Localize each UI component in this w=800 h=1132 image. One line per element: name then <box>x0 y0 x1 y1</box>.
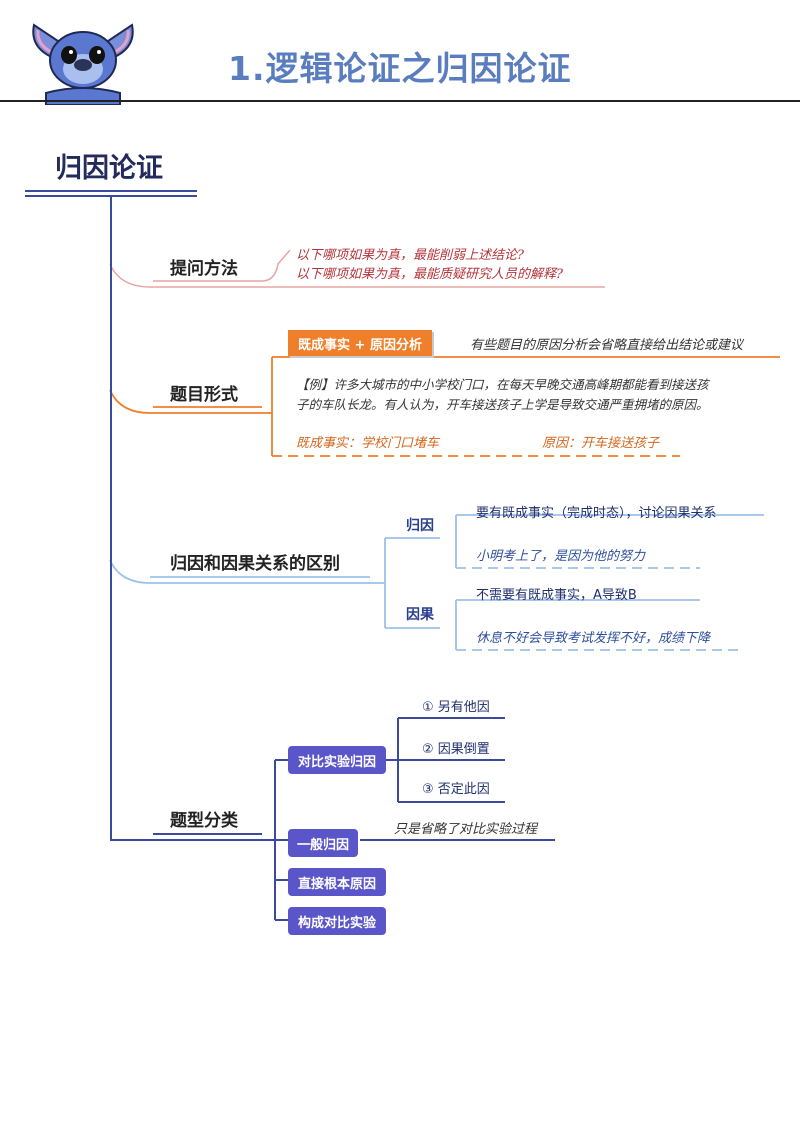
causality-label: 因果 <box>406 607 434 623</box>
example-line-1: 【例】许多大城市的中小学校门口，在每天早晚交通高峰期都能看到接送孩 <box>296 377 709 392</box>
attribution-example: 小明考上了，是因为他的努力 <box>476 549 646 564</box>
root-underline <box>25 190 197 192</box>
attribution-label: 归因 <box>406 518 434 534</box>
page-title: 1.逻辑论证之归因论证 <box>228 49 572 88</box>
causality-example: 休息不好会导致考试发挥不好，成绩下降 <box>476 631 711 646</box>
header-divider <box>0 100 800 102</box>
contrast-item-2: ② 因果倒置 <box>422 742 490 757</box>
mindmap-trunk <box>110 196 112 841</box>
contrast-experiment-pill: 对比实验归因 <box>288 746 386 774</box>
cause-text: 原因：开车接送孩子 <box>542 436 660 451</box>
branch-question-form-label: 题目形式 <box>170 385 238 405</box>
ask-method-line-1: 以下哪项如果为真，最能削弱上述结论? <box>296 248 524 263</box>
direct-root-cause-pill: 直接根本原因 <box>288 868 386 896</box>
established-fact: 既成事实：学校门口堵车 <box>296 436 440 451</box>
general-attribution-pill: 一般归因 <box>288 829 358 857</box>
branch-classification-label: 题型分类 <box>170 811 238 831</box>
ask-method-line-2: 以下哪项如果为真，最能质疑研究人员的解释? <box>296 267 563 282</box>
construct-contrast-pill: 构成对比实验 <box>288 907 386 935</box>
general-attribution-note: 只是省略了对比实验过程 <box>394 822 538 837</box>
stitch-mascot-icon <box>24 5 142 106</box>
example-line-2: 子的车队长龙。有人认为，开车接送孩子上学是导致交通严重拥堵的原因。 <box>296 397 709 412</box>
mindmap-root-title: 归因论证 <box>55 153 163 184</box>
fact-cause-badge: 既成事实 + 原因分析 <box>288 330 432 356</box>
contrast-item-3: ③ 否定此因 <box>422 782 490 797</box>
branch-ask-method-label: 提问方法 <box>170 259 238 279</box>
badge-note: 有些题目的原因分析会省略直接给出结论或建议 <box>470 338 744 353</box>
attribution-rule: 要有既成事实（完成时态），讨论因果关系 <box>476 506 717 521</box>
contrast-item-1: ① 另有他因 <box>422 700 490 715</box>
branch-difference-label: 归因和因果关系的区别 <box>170 554 340 574</box>
causality-rule: 不需要有既成事实，A导致B <box>476 588 637 603</box>
